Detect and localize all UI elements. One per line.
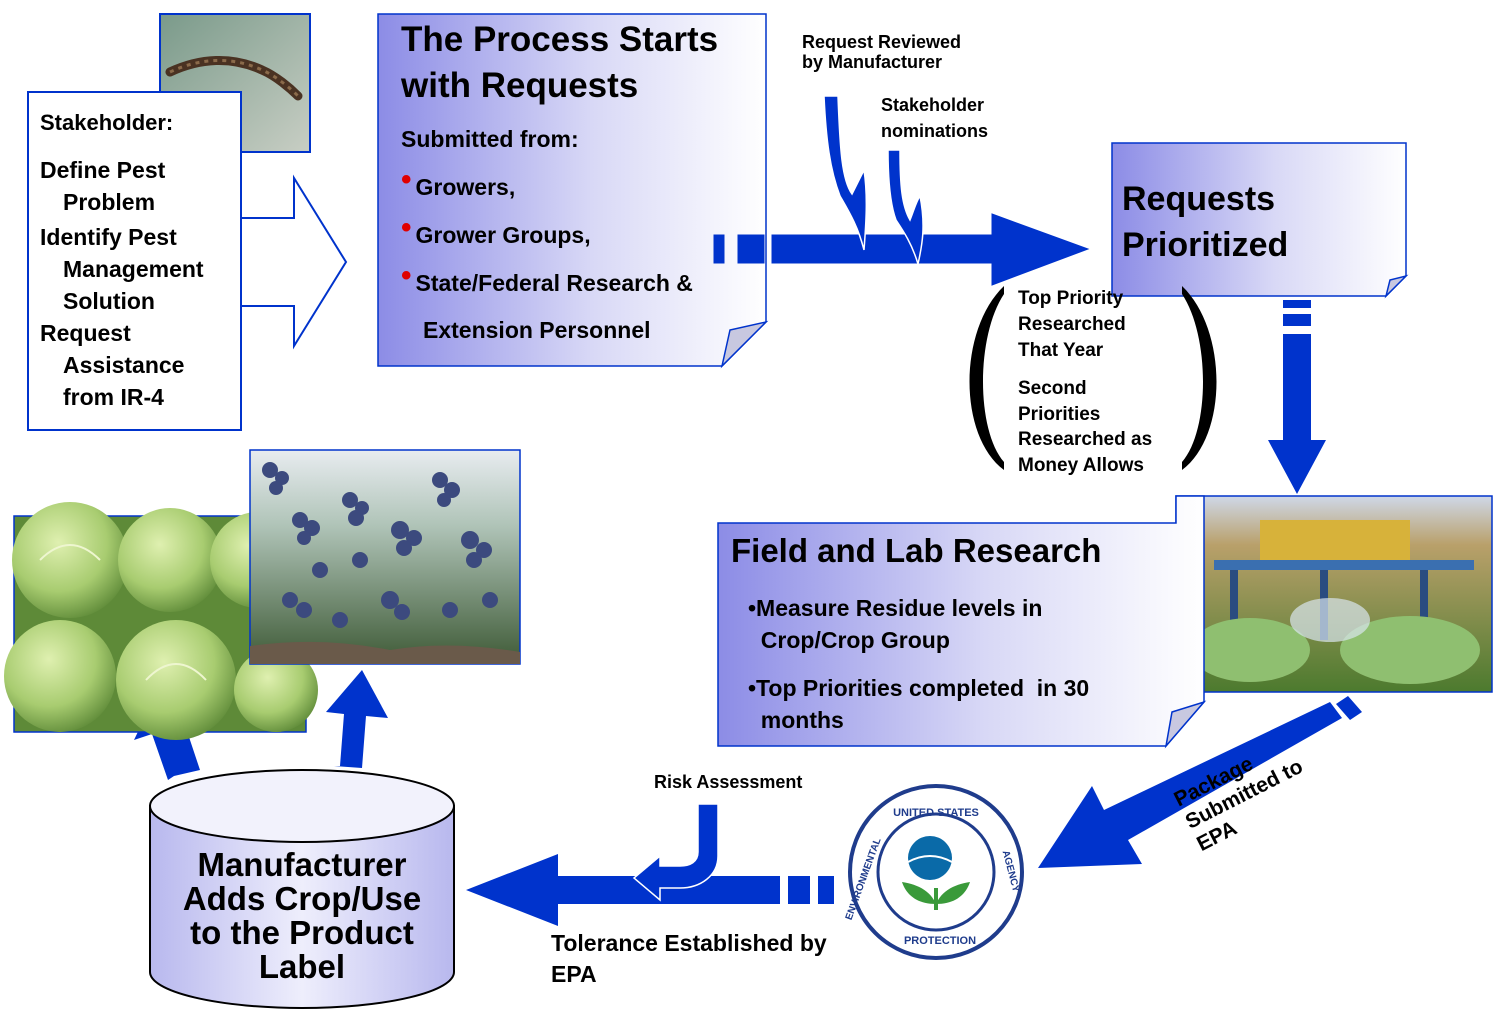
down-arrow: [1268, 300, 1326, 494]
seal-top-text: UNITED STATES: [893, 807, 979, 819]
step-request: Request: [40, 320, 131, 346]
stakeholder-box: [27, 91, 242, 431]
tolerance-arrow: [466, 854, 834, 926]
requests-title-line2: with Requests: [401, 66, 639, 105]
request-source-growers: •Growers,: [401, 164, 516, 203]
seal-bottom-text: PROTECTION: [904, 935, 976, 947]
research-bullet-residue: •Measure Residue levels in Crop/Crop Gro…: [748, 595, 1043, 653]
step-request-cont1: Assistance: [63, 352, 185, 378]
risk-assessment-curve: [632, 803, 719, 902]
submitted-from: Submitted from:: [401, 126, 579, 152]
research-box: [717, 495, 1207, 749]
bullet-dot: •: [401, 211, 412, 244]
review-curve-2: [887, 149, 924, 267]
step-identify: Identify Pest: [40, 224, 177, 250]
epa-seal: UNITED STATES ENVIRONMENTAL AGENCY PROTE…: [844, 784, 1024, 960]
request-source-grower-groups: •Grower Groups,: [401, 212, 591, 251]
stakeholder-nominations-label: Stakeholder nominations: [881, 95, 988, 141]
request-source-research: •State/Federal Research &: [401, 260, 693, 299]
source-label: Grower Groups,: [415, 222, 591, 248]
bullet-dot: •: [401, 163, 412, 196]
step-request-cont2: from IR-4: [63, 384, 164, 410]
right-bracket: [1182, 286, 1217, 470]
requests-title-line1: The Process Starts: [401, 20, 719, 59]
left-bracket: [969, 286, 1004, 470]
stakeholder-steps: Define Pest Problem Identify Pest Manage…: [40, 154, 204, 413]
review-curve-1: [823, 95, 868, 251]
risk-assessment-label: Risk Assessment: [654, 772, 803, 792]
prioritized-box: [1111, 142, 1409, 299]
step-define-cont: Problem: [63, 189, 156, 215]
tolerance-label: Tolerance Established by EPA: [551, 930, 827, 987]
field-research-photo: [1175, 495, 1493, 693]
prioritized-title-line1: Requests: [1122, 180, 1276, 218]
research-bullet-months: •Top Priorities completed in 30 months: [748, 675, 1090, 733]
bullet-dot: •: [401, 259, 412, 292]
request-source-extension: Extension Personnel: [423, 317, 651, 343]
manufacturer-label: Manufacturer Adds Crop/Use to the Produc…: [182, 846, 422, 985]
second-priorities-label: Second Priorities Researched as Money Al…: [1018, 378, 1153, 476]
step-identify-cont2: Solution: [63, 288, 155, 314]
request-reviewed-label: Request Reviewed by Manufacturer: [802, 32, 962, 72]
source-label: Growers,: [415, 174, 516, 200]
prioritized-title-line2: Prioritized: [1122, 226, 1289, 264]
source-label: State/Federal Research &: [415, 270, 693, 296]
request-pipeline-arrow: [713, 213, 1090, 286]
stakeholder-heading: Stakeholder:: [40, 110, 174, 135]
requests-box: [377, 13, 769, 369]
step-identify-cont1: Management: [63, 256, 204, 282]
up-arrow-blueberry: [326, 670, 388, 768]
package-arrow: [1038, 696, 1362, 868]
step-define: Define Pest: [40, 157, 166, 183]
blueberry-photo: [249, 449, 521, 665]
stakeholder-arrow: [239, 174, 348, 350]
manufacturer-cylinder: [149, 769, 455, 1009]
research-title: Field and Lab Research: [731, 532, 1102, 569]
top-priority-label: Top Priority Researched That Year: [1018, 288, 1126, 361]
